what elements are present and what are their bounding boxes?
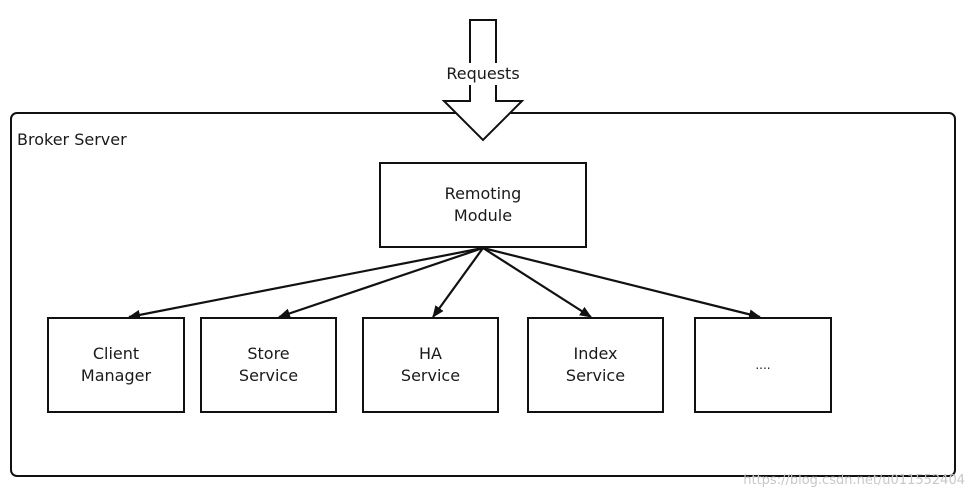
more-services-label: .... <box>755 358 771 372</box>
client-manager-label: Client Manager <box>80 344 152 385</box>
index-service-box: Index Service <box>527 317 664 413</box>
remoting-module-box: Remoting Module <box>379 162 587 248</box>
ha-service-label: HA Service <box>400 344 461 385</box>
arrow-to-index-service <box>482 247 592 318</box>
broker-server-title: Broker Server <box>17 130 127 149</box>
watermark: https://blog.csdn.net/u011552404 <box>743 473 965 488</box>
ha-service-box: HA Service <box>362 317 499 413</box>
store-service-box: Store Service <box>200 317 337 413</box>
index-service-label: Index Service <box>565 344 626 385</box>
arrow-to-more-services <box>482 246 761 320</box>
arrow-to-store-service <box>278 246 484 319</box>
more-services-box: .... <box>694 317 832 413</box>
arrow-to-ha-service <box>432 247 484 318</box>
arrow-to-client-manager <box>128 246 484 320</box>
store-service-label: Store Service <box>238 344 299 385</box>
remoting-module-label: Remoting Module <box>444 184 522 225</box>
client-manager-box: Client Manager <box>47 317 185 413</box>
requests-label: Requests <box>423 63 543 85</box>
